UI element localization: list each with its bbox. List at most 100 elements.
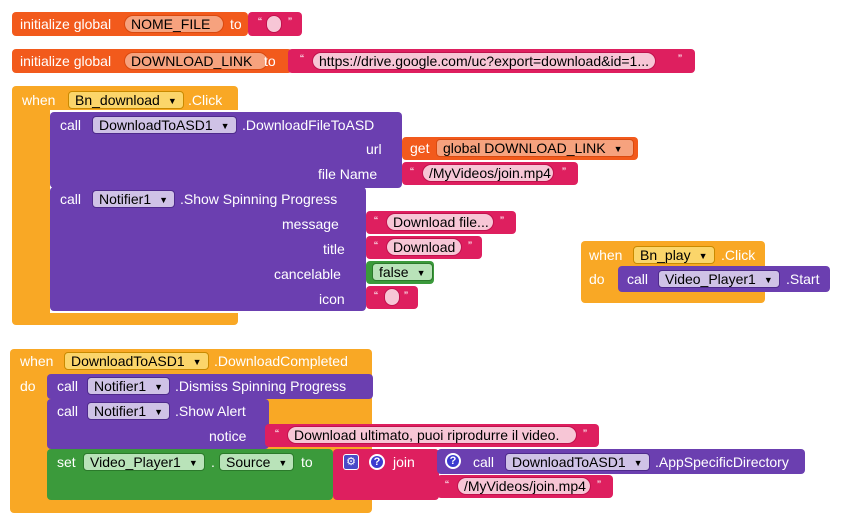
text-value-field[interactable]: Download [386, 238, 462, 256]
dropdown-caret-icon: ▼ [154, 407, 164, 417]
boolean-dropdown[interactable]: false▼ [372, 263, 433, 281]
method-name: .Show Alert [175, 403, 246, 419]
open-quote-icon: “ [275, 427, 279, 441]
dropdown-caret-icon: ▼ [192, 357, 202, 367]
join-block[interactable]: ⚙ ? join [333, 449, 439, 500]
component-dropdown[interactable]: DownloadToASD1 ▼ [64, 352, 209, 370]
component-dropdown[interactable]: Video_Player1▼ [658, 270, 780, 288]
dropdown-caret-icon: ▼ [220, 121, 230, 131]
call-dismiss-spinning-progress-block[interactable]: call Notifier1▼ .Dismiss Spinning Progre… [47, 374, 373, 399]
close-quote-icon: ” [500, 214, 504, 228]
property-dropdown[interactable]: Source ▼ [219, 453, 295, 471]
text-block-icon[interactable]: “ ” [366, 286, 418, 309]
text-value-field[interactable]: https://drive.google.com/uc?export=downl… [312, 52, 656, 70]
call-show-spinning-progress-block[interactable]: call Notifier1▼ .Show Spinning Progress … [50, 187, 366, 311]
component-dropdown[interactable]: Notifier1▼ [92, 190, 176, 208]
close-quote-icon: ” [468, 239, 472, 253]
text-value-field[interactable]: /MyVideos/join.mp4 [422, 164, 554, 182]
gear-icon[interactable]: ⚙ [343, 454, 359, 470]
dot-separator: . [211, 454, 215, 470]
call-app-specific-directory-block[interactable]: ? call DownloadToASD1▼ .AppSpecificDirec… [437, 449, 805, 474]
variable-dropdown[interactable]: global DOWNLOAD_LINK ▼ [436, 139, 634, 157]
text-value-field[interactable] [384, 288, 400, 306]
component-name: DownloadToASD1 [512, 454, 626, 470]
title-label: title [323, 241, 345, 257]
text-block-title[interactable]: “ Download ” [366, 236, 482, 259]
text-value-field[interactable]: Download ultimato, puoi riprodurre il vi… [287, 426, 577, 444]
dropdown-caret-icon: ▼ [698, 251, 708, 261]
cancelable-label: cancelable [274, 266, 341, 282]
icon-label: icon [319, 291, 345, 307]
close-quote-icon: ” [583, 427, 587, 441]
dropdown-caret-icon: ▼ [416, 268, 426, 278]
open-quote-icon: “ [374, 239, 378, 253]
component-dropdown[interactable]: Bn_play▼ [633, 246, 715, 264]
component-name: Bn_download [75, 92, 160, 108]
open-quote-icon: “ [258, 15, 262, 29]
text-block-empty[interactable]: “ ” [248, 12, 302, 36]
open-quote-icon: “ [374, 214, 378, 228]
component-name: DownloadToASD1 [71, 353, 185, 369]
logic-false-block[interactable]: false▼ [366, 261, 434, 284]
join-keyword: join [393, 454, 415, 470]
init-global-keyword: initialize global [20, 16, 112, 32]
component-dropdown[interactable]: DownloadToASD1▼ [505, 453, 650, 471]
text-block-filename[interactable]: “ /MyVideos/join.mp4 ” [402, 162, 578, 185]
text-value-field[interactable]: /MyVideos/join.mp4 [457, 477, 591, 495]
dropdown-caret-icon: ▼ [167, 96, 177, 106]
open-quote-icon: “ [445, 478, 449, 492]
text-block-download-url[interactable]: “ https://drive.google.com/uc?export=dow… [288, 49, 695, 73]
call-keyword: call [60, 191, 82, 207]
dropdown-caret-icon: ▼ [613, 144, 623, 154]
component-dropdown[interactable]: Bn_download ▼ [68, 91, 184, 109]
variable-name: global DOWNLOAD_LINK [443, 140, 606, 156]
event-name: .Click [721, 247, 756, 263]
help-icon[interactable]: ? [445, 453, 461, 469]
call-show-alert-block[interactable]: call Notifier1▼ .Show Alert notice [47, 399, 269, 449]
component-dropdown[interactable]: DownloadToASD1▼ [92, 116, 237, 134]
global-name-field[interactable]: NOME_FILE [124, 15, 224, 33]
global-name-field[interactable]: DOWNLOAD_LINK [124, 52, 268, 70]
help-icon[interactable]: ? [369, 454, 385, 470]
text-value-field[interactable]: Download file... [386, 213, 494, 231]
to-keyword: to [230, 16, 242, 32]
call-keyword: call [57, 403, 79, 419]
method-name: .DownloadFileToASD [242, 117, 375, 133]
property-name: Source [226, 454, 271, 470]
do-keyword: do [589, 271, 605, 287]
close-quote-icon: ” [678, 52, 682, 66]
close-quote-icon: ” [288, 15, 292, 29]
event-name: .DownloadCompleted [214, 353, 348, 369]
event-footer [12, 313, 238, 325]
call-download-file-block[interactable]: call DownloadToASD1▼ .DownloadFileToASD … [50, 112, 402, 188]
event-do-column [12, 110, 50, 314]
method-name: .AppSpecificDirectory [655, 454, 789, 470]
component-dropdown[interactable]: Notifier1▼ [87, 377, 171, 395]
method-name: .Dismiss Spinning Progress [175, 378, 347, 394]
get-global-download-link[interactable]: get global DOWNLOAD_LINK▼ [402, 137, 638, 160]
component-name: Notifier1 [94, 378, 147, 394]
set-keyword: set [57, 454, 76, 470]
to-keyword: to [264, 53, 276, 69]
when-keyword: when [20, 353, 54, 369]
open-quote-icon: “ [410, 165, 414, 179]
component-name: Video_Player1 [90, 454, 181, 470]
text-block-notice[interactable]: “ Download ultimato, puoi riprodurre il … [265, 424, 599, 447]
text-block-message[interactable]: “ Download file... ” [366, 211, 516, 234]
call-video-player-start-block[interactable]: call Video_Player1▼ .Start [618, 266, 830, 292]
open-quote-icon: “ [374, 289, 378, 303]
url-label: url [366, 141, 382, 157]
set-video-player-source-block[interactable]: set Video_Player1▼ . Source▼ to [47, 449, 333, 500]
dropdown-caret-icon: ▼ [763, 275, 773, 285]
dropdown-caret-icon: ▼ [278, 458, 288, 468]
init-global-nome-file-block[interactable]: initialize global NOME_FILE to [12, 12, 248, 36]
text-block-path[interactable]: “ /MyVideos/join.mp4 ” [437, 475, 613, 498]
call-keyword: call [473, 454, 495, 470]
component-dropdown[interactable]: Notifier1▼ [87, 402, 171, 420]
component-name: Notifier1 [99, 191, 152, 207]
close-quote-icon: ” [562, 165, 566, 179]
text-value-field[interactable] [266, 15, 282, 33]
component-dropdown[interactable]: Video_Player1▼ [83, 453, 205, 471]
init-global-download-link-block[interactable]: initialize global DOWNLOAD_LINK to [12, 49, 292, 73]
event-name: .Click [188, 92, 223, 108]
